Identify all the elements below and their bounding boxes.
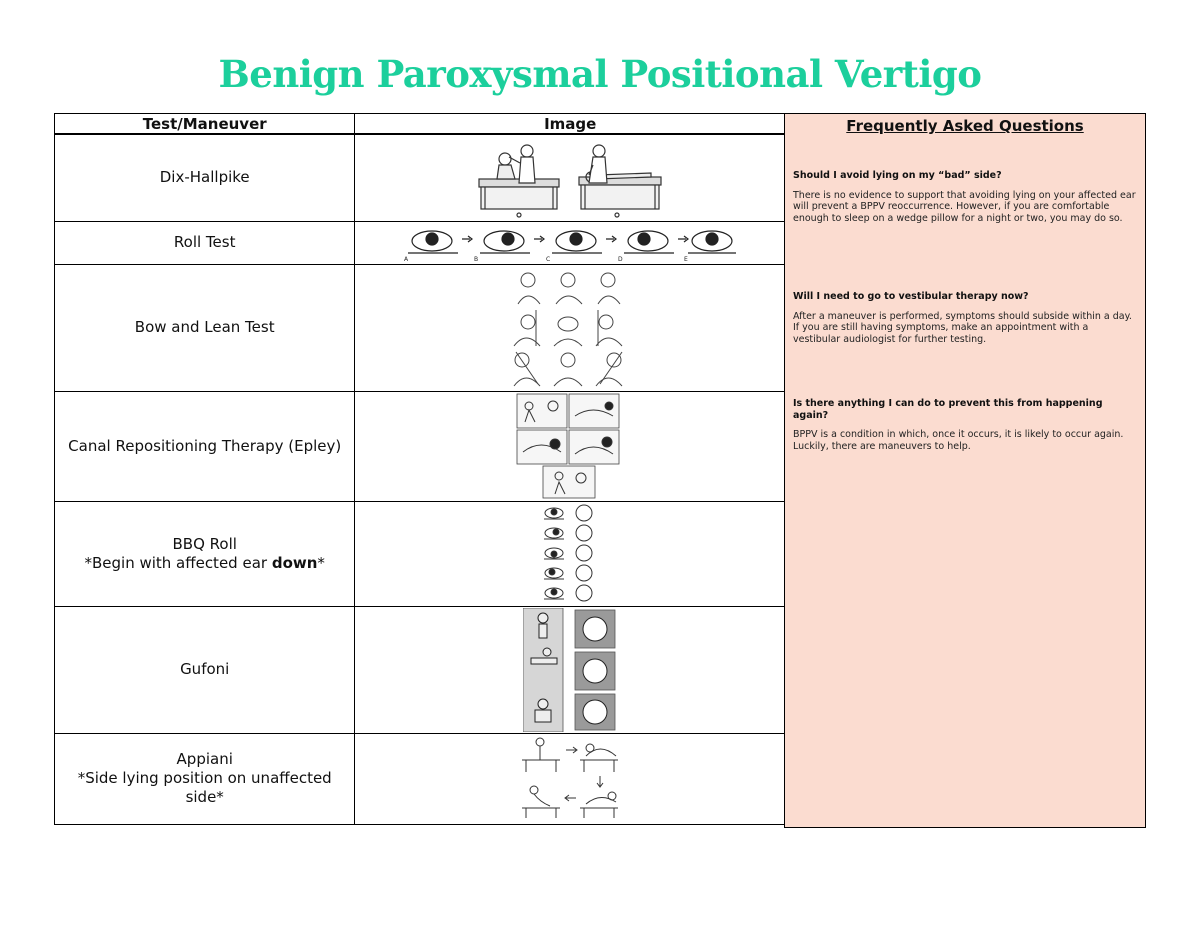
- row-name-roll-test: Roll Test: [53, 220, 356, 265]
- table-row: Dix-Hallpike: [53, 133, 786, 222]
- roll-test-image: A B C D E: [354, 220, 786, 265]
- table-row: BBQ Roll *Begin with affected ear down*: [53, 500, 786, 607]
- bppv-grid: Test/Maneuver Image Dix-Hallpike: [53, 113, 1146, 828]
- faq-answer: After a maneuver is performed, symptoms …: [793, 310, 1132, 345]
- row-name-dix-hallpike: Dix-Hallpike: [53, 133, 356, 222]
- row-name-gufoni: Gufoni: [53, 605, 356, 734]
- row-note-appiani: *Side lying position on unaffected side*: [77, 769, 332, 806]
- table-row: Appiani *Side lying position on unaffect…: [53, 732, 786, 825]
- bow-and-lean-illustration: [513, 272, 623, 386]
- header-image: Image: [354, 113, 786, 135]
- maneuver-table: Test/Maneuver Image Dix-Hallpike: [53, 113, 786, 825]
- roll-label-d: D: [618, 256, 623, 263]
- faq-answer: There is no evidence to support that avo…: [793, 189, 1136, 224]
- row-name-bbq-roll: BBQ Roll: [172, 534, 237, 553]
- roll-test-illustration: A B C D E: [404, 229, 737, 263]
- row-note-bbq-roll: *Begin with affected ear down*: [55, 554, 354, 573]
- gufoni-image: [354, 605, 786, 734]
- dix-hallpike-illustration: [478, 144, 662, 218]
- row-name-appiani: Appiani: [176, 750, 233, 768]
- faq-title: Frequently Asked Questions: [846, 117, 1084, 135]
- bbq-roll-image: [354, 500, 786, 607]
- roll-label-e: E: [684, 256, 688, 263]
- row-appiani: Appiani *Side lying position on unaffect…: [53, 732, 356, 825]
- appiani-illustration: [522, 737, 619, 818]
- table-row: Roll Test: [53, 220, 786, 265]
- faq-question: Should I avoid lying on my “bad” side?: [793, 170, 1002, 181]
- row-bbq-roll: BBQ Roll *Begin with affected ear down*: [53, 500, 356, 607]
- gufoni-illustration: [523, 607, 616, 732]
- row-name-bow-and-lean: Bow and Lean Test: [53, 263, 356, 392]
- bbq-note-emphasis: down: [271, 553, 318, 572]
- faq-question: Is there anything I can do to prevent th…: [793, 398, 1103, 421]
- header-test: Test/Maneuver: [53, 113, 356, 135]
- table-row: Bow and Lean Test: [53, 263, 786, 392]
- faq-item: Is there anything I can do to prevent th…: [793, 398, 1138, 452]
- bbq-note-text: *Begin with affected ear: [84, 553, 272, 572]
- bbq-roll-illustration: [544, 504, 593, 601]
- faq-item: Should I avoid lying on my “bad” side? T…: [793, 170, 1138, 224]
- page-title: Benign Paroxysmal Positional Vertigo: [218, 52, 982, 96]
- roll-label-b: B: [474, 256, 478, 263]
- roll-label-c: C: [546, 256, 550, 263]
- epley-illustration: [516, 393, 620, 499]
- table-row: Canal Repositioning Therapy (Epley): [53, 390, 786, 502]
- faq-question: Will I need to go to vestibular therapy …: [793, 291, 1029, 302]
- faq-answer: BPPV is a condition in which, once it oc…: [793, 429, 1124, 452]
- bbq-note-end: *: [317, 553, 325, 572]
- faq-panel: Frequently Asked Questions Should I avoi…: [784, 113, 1146, 828]
- dix-hallpike-image: [354, 133, 786, 222]
- bow-and-lean-image: [354, 263, 786, 392]
- table-row: Gufoni: [53, 605, 786, 734]
- faq-item: Will I need to go to vestibular therapy …: [793, 291, 1138, 345]
- epley-image: [354, 390, 786, 502]
- appiani-image: [354, 732, 786, 825]
- roll-label-a: A: [404, 256, 409, 263]
- row-name-epley: Canal Repositioning Therapy (Epley): [53, 390, 356, 502]
